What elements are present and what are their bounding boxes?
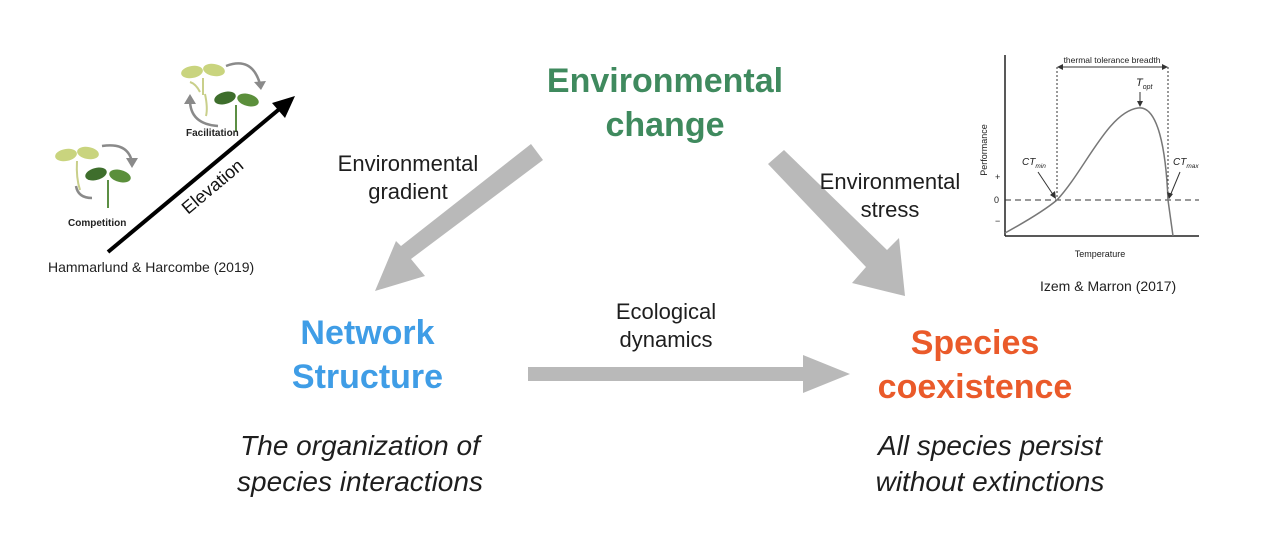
tick-minus: − [995,216,1000,226]
species-coexistence-title: Species coexistence [850,321,1100,409]
competition-seedlings-icon [55,144,138,208]
network-desc-line1: The organization of [240,430,480,461]
tick-plus: + [995,172,1000,182]
facilitation-seedlings-icon [181,62,266,132]
environmental-change-line2: change [605,106,725,144]
arrow-dynamics [528,355,850,393]
elevation-inset: Facilitation Competition Elevation [55,62,295,254]
species-coexistence-description: All species persist without extinctions [835,428,1145,500]
edge-label-stress: Environmental stress [800,168,980,224]
ctmax-label: CTmax [1173,157,1199,170]
facilitation-label: Facilitation [186,128,239,139]
elevation-arrow-line [106,104,285,254]
tolerance-breadth-label: thermal tolerance breadth [1064,55,1161,65]
environmental-change-title: Environmental change [510,59,820,147]
edge-stress-line1: Environmental [819,169,961,194]
topt-label: Topt [1136,77,1154,91]
tick-zero: 0 [994,195,999,205]
edge-label-dynamics: Ecological dynamics [576,298,756,354]
temperature-axis-label: Temperature [1075,249,1126,259]
citation-izem-marron: Izem & Marron (2017) [1040,278,1177,294]
species-desc-line2: without extinctions [875,466,1105,497]
species-coexistence-line2: coexistence [877,368,1073,406]
network-structure-line1: Network [300,314,435,352]
network-structure-line2: Structure [291,358,444,396]
performance-curve [1004,107,1174,237]
arrow-stress [768,150,905,296]
edge-dynamics-line2: dynamics [619,327,713,352]
environmental-change-line1: Environmental [546,62,784,100]
species-coexistence-line1: Species [910,324,1040,362]
edge-dynamics-line1: Ecological [615,299,717,324]
network-desc-line2: species interactions [237,466,483,497]
citation-hammarlund: Hammarlund & Harcombe (2019) [48,259,255,275]
edge-gradient-line2: gradient [368,179,448,204]
arrow-gradient [375,144,543,291]
network-structure-title: Network Structure [245,311,490,399]
edge-label-gradient: Environmental gradient [318,150,498,206]
elevation-arrow-head [272,96,295,118]
competition-label: Competition [68,218,126,229]
network-structure-description: The organization of species interactions [195,428,525,500]
species-desc-line1: All species persist [877,430,1103,461]
ctmin-label: CTmin [1022,157,1046,170]
performance-axis-label: Performance [979,124,989,176]
edge-stress-line2: stress [860,197,920,222]
thermal-performance-inset: thermal tolerance breadth Topt CTmin CTm… [979,55,1199,259]
edge-gradient-line1: Environmental [337,151,479,176]
